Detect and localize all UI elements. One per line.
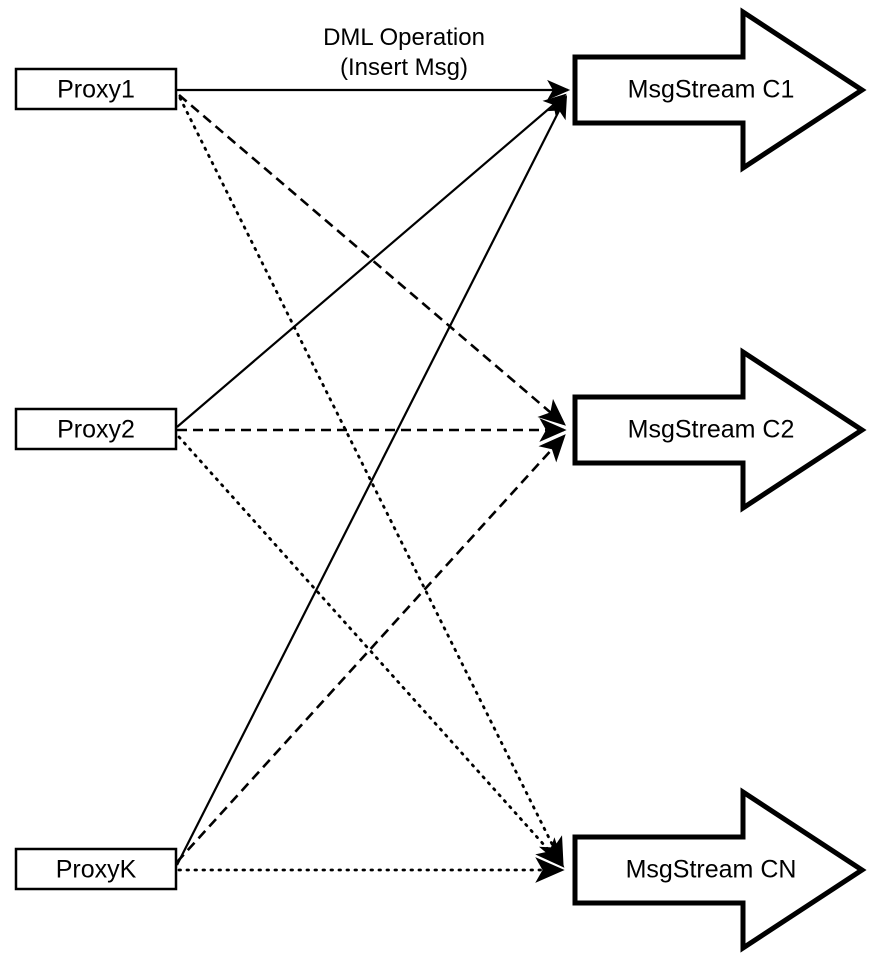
connection-proxy1-to-stream-c2[interactable] xyxy=(178,94,566,426)
proxy-node-proxy1[interactable]: Proxy1 xyxy=(14,67,178,111)
connection-proxy2-to-stream-c1[interactable] xyxy=(176,93,567,428)
connection-proxyk-to-stream-c1[interactable] xyxy=(176,95,567,866)
edge-label-dml-operation: DML Operation (Insert Msg) xyxy=(323,24,485,81)
stream-node-c2[interactable]: MsgStream C2 xyxy=(572,347,867,513)
stream-c2-arrow-shape[interactable] xyxy=(572,347,867,513)
connection-proxy2-to-stream-cn[interactable] xyxy=(177,435,565,868)
proxy-node-proxyk[interactable]: ProxyK xyxy=(14,847,178,891)
proxy2-box[interactable] xyxy=(14,407,178,451)
proxyk-box[interactable] xyxy=(14,847,178,891)
edge-label-line1: DML Operation xyxy=(323,24,485,51)
stream-node-c1[interactable]: MsgStream C1 xyxy=(572,7,867,173)
proxy2-label: Proxy2 xyxy=(57,416,135,444)
stream-c1-label: MsgStream C1 xyxy=(628,76,795,104)
connection-proxyk-to-stream-c2[interactable] xyxy=(176,434,566,863)
stream-c1-arrow-shape[interactable] xyxy=(572,7,867,173)
stream-node-cn[interactable]: MsgStream CN xyxy=(572,787,867,953)
stream-cn-label: MsgStream CN xyxy=(626,856,797,884)
stream-cn-arrow-shape[interactable] xyxy=(572,787,867,953)
proxy1-box[interactable] xyxy=(14,67,178,111)
connection-layer xyxy=(176,79,571,883)
connection-proxy1-to-stream-cn[interactable] xyxy=(178,96,564,868)
proxy-node-proxy2[interactable]: Proxy2 xyxy=(14,407,178,451)
edge-label-line2: (Insert Msg) xyxy=(340,54,468,81)
proxy1-label: Proxy1 xyxy=(57,76,135,104)
proxyk-label: ProxyK xyxy=(56,856,137,884)
stream-c2-label: MsgStream C2 xyxy=(628,416,795,444)
